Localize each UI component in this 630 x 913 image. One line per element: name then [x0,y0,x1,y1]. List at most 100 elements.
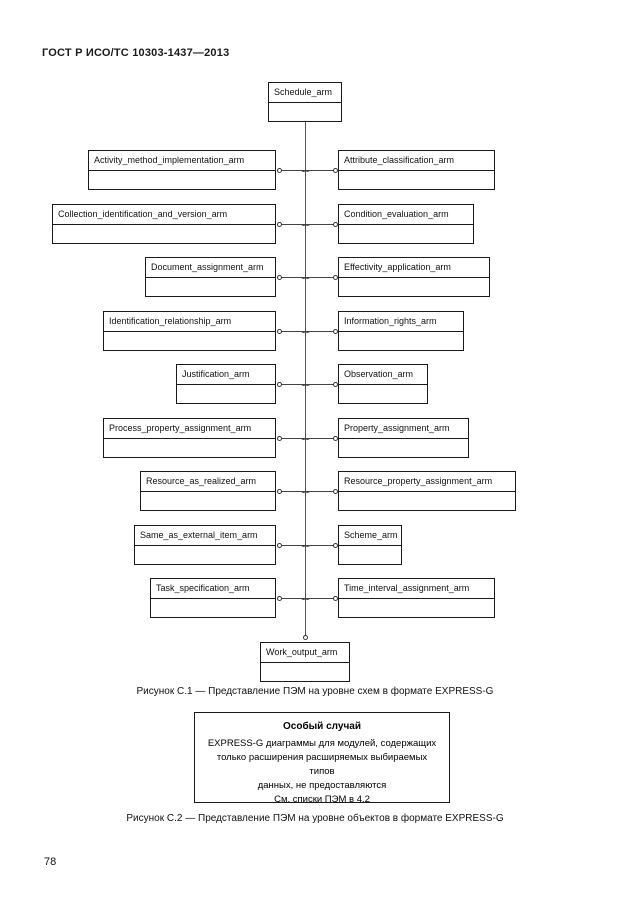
schema-node-right-4[interactable]: Observation_arm [338,364,428,404]
node-label: Process_property_assignment_arm [104,419,275,439]
node-attribute-area [339,599,494,618]
relation-endpoint-left-5 [276,435,282,441]
schema-node-right-1[interactable]: Condition_evaluation_arm [338,204,474,244]
relation-endpoint-right-3 [332,328,338,334]
node-attribute-area [339,492,515,511]
schema-node-right-7[interactable]: Scheme_arm [338,525,402,565]
relation-endpoint-right-7 [332,542,338,548]
node-attribute-area [339,546,401,565]
trunk-branch-junction [301,542,310,547]
connector-left-3 [280,331,305,332]
node-label: Justification_arm [177,365,275,385]
relation-endpoint-leaf [302,634,308,640]
node-attribute-area [53,225,275,244]
node-attribute-area [339,332,463,351]
trunk-branch-junction [301,221,310,226]
trunk-branch-junction [301,595,310,600]
node-label: Property_assignment_arm [339,419,468,439]
node-attribute-area [269,103,341,122]
schema-node-leaf[interactable]: Work_output_arm [260,642,350,682]
node-attribute-area [89,171,275,190]
trunk-branch-junction [301,435,310,440]
trunk-branch-junction [301,488,310,493]
relation-endpoint-left-6 [276,488,282,494]
relation-endpoint-right-6 [332,488,338,494]
document-standard-header: ГОСТ Р ИСО/ТС 10303-1437—2013 [42,47,230,59]
connector-left-4 [280,384,305,385]
node-label: Document_assignment_arm [146,258,275,278]
node-label: Effectivity_application_arm [339,258,489,278]
schema-node-left-8[interactable]: Task_specification_arm [150,578,276,618]
relation-endpoint-left-8 [276,595,282,601]
node-attribute-area [146,278,275,297]
connector-left-7 [280,545,305,546]
connector-right-2 [305,277,334,278]
schema-node-left-2[interactable]: Document_assignment_arm [145,257,276,297]
schema-node-root[interactable]: Schedule_arm [268,82,342,122]
relation-endpoint-right-0 [332,167,338,173]
node-attribute-area [141,492,275,511]
relation-endpoint-right-4 [332,381,338,387]
node-label: Identification_relationship_arm [104,312,275,332]
node-attribute-area [104,439,275,458]
trunk-branch-junction [301,328,310,333]
trunk-branch-junction [301,167,310,172]
connector-left-1 [280,224,305,225]
connector-right-4 [305,384,334,385]
special-case-line-3: данных, не предоставляются [257,780,387,791]
schema-node-left-6[interactable]: Resource_as_realized_arm [140,471,276,511]
schema-node-left-4[interactable]: Justification_arm [176,364,276,404]
schema-node-right-6[interactable]: Resource_property_assignment_arm [338,471,516,511]
relation-endpoint-left-3 [276,328,282,334]
relation-endpoint-left-7 [276,542,282,548]
node-label: Resource_as_realized_arm [141,472,275,492]
connector-right-8 [305,598,334,599]
node-attribute-area [135,546,275,565]
node-label: Work_output_arm [261,643,349,663]
node-label: Information_rights_arm [339,312,463,332]
connector-right-3 [305,331,334,332]
node-label: Task_specification_arm [151,579,275,599]
schema-node-right-8[interactable]: Time_interval_assignment_arm [338,578,495,618]
figure-c1-caption: Рисунок C.1 — Представление ПЭМ на уровн… [136,686,494,697]
node-attribute-area [177,385,275,404]
node-attribute-area [339,439,468,458]
node-attribute-area [339,225,473,244]
node-attribute-area [151,599,275,618]
page-number: 78 [44,856,57,868]
node-attribute-area [339,278,489,297]
node-label: Condition_evaluation_arm [339,205,473,225]
connector-left-0 [280,170,305,171]
connector-right-6 [305,491,334,492]
node-label: Time_interval_assignment_arm [339,579,494,599]
special-case-line-1: EXPRESS-G диаграммы для модулей, содержа… [207,738,437,749]
schema-node-right-3[interactable]: Information_rights_arm [338,311,464,351]
connector-left-6 [280,491,305,492]
relation-endpoint-right-5 [332,435,338,441]
connector-right-1 [305,224,334,225]
schema-node-right-0[interactable]: Attribute_classification_arm [338,150,495,190]
node-attribute-area [261,663,349,682]
special-case-line-4: См. списки ПЭМ в 4.2 [274,794,370,805]
special-case-line-2: только расширения расширяемых выбираемых… [216,752,428,777]
schema-node-right-2[interactable]: Effectivity_application_arm [338,257,490,297]
schema-node-left-0[interactable]: Activity_method_implementation_arm [88,150,276,190]
schema-node-left-5[interactable]: Process_property_assignment_arm [103,418,276,458]
schema-node-left-3[interactable]: Identification_relationship_arm [103,311,276,351]
node-label: Attribute_classification_arm [339,151,494,171]
schema-node-left-7[interactable]: Same_as_external_item_arm [134,525,276,565]
relation-endpoint-left-1 [276,221,282,227]
schema-node-left-1[interactable]: Collection_identification_and_version_ar… [52,204,276,244]
schema-node-right-5[interactable]: Property_assignment_arm [338,418,469,458]
node-label: Schedule_arm [269,83,341,103]
connector-left-2 [280,277,305,278]
node-attribute-area [104,332,275,351]
relation-endpoint-left-4 [276,381,282,387]
trunk-branch-junction [301,274,310,279]
node-label: Activity_method_implementation_arm [89,151,275,171]
relation-endpoint-left-2 [276,274,282,280]
connector-left-8 [280,598,305,599]
connector-right-5 [305,438,334,439]
node-label: Observation_arm [339,365,427,385]
